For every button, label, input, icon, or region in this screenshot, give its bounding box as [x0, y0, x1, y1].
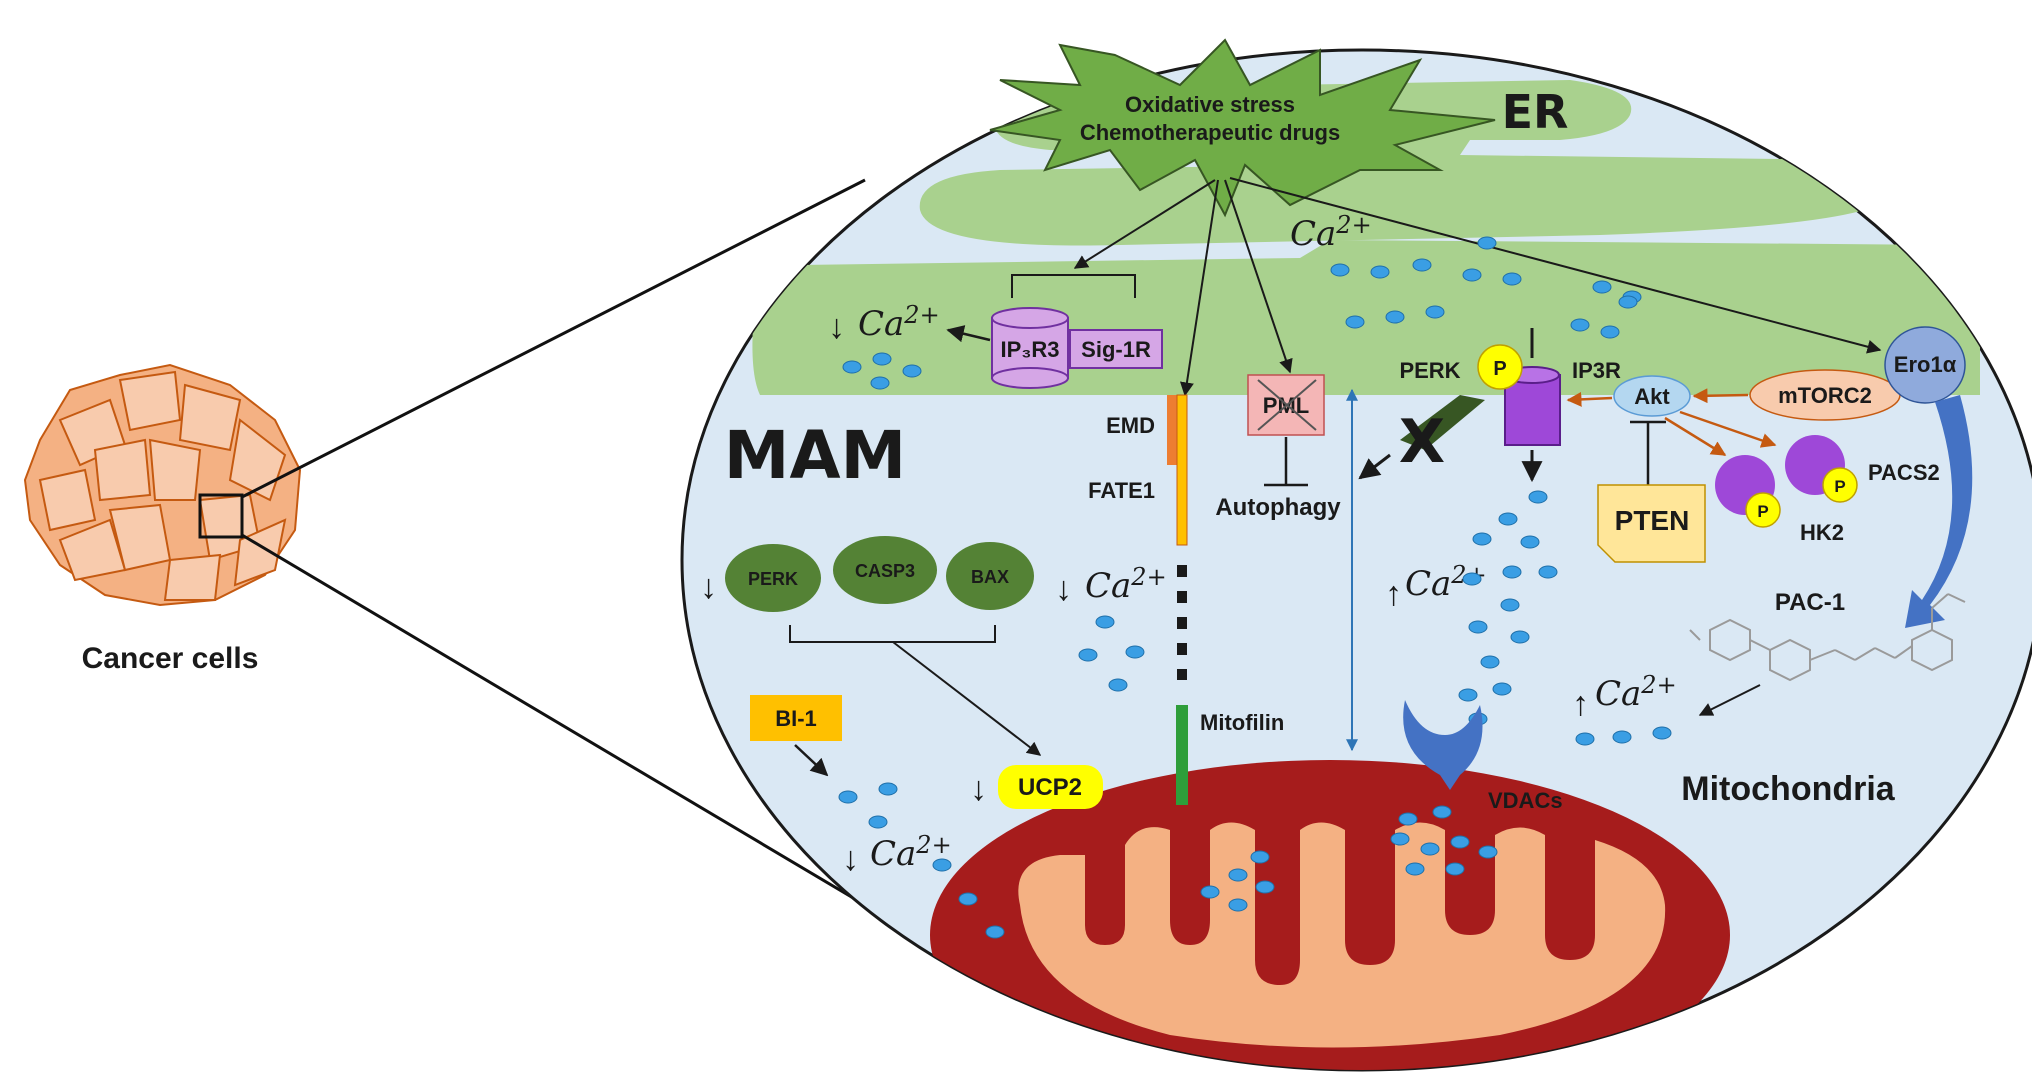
fate1-label: FATE1: [1088, 478, 1155, 503]
perk-oval-label: PERK: [748, 569, 798, 589]
pacs2-label: PACS2: [1868, 460, 1940, 485]
bax-oval-label: BAX: [971, 567, 1009, 587]
ca-charge: 2+: [1335, 211, 1371, 239]
hk2-label: HK2: [1800, 520, 1844, 545]
bi1-label: BI-1: [775, 706, 817, 731]
perk-er-shape: [1400, 395, 1485, 450]
mitofilin-label: Mitofilin: [1200, 710, 1284, 735]
autophagy-label: Autophagy: [1215, 494, 1341, 521]
akt-oval: [1613, 375, 1691, 417]
ero1a-curved-arrow: [1905, 395, 1973, 628]
ca-charge: 2+: [1130, 563, 1166, 591]
bottom-ca-label: Ca2+: [870, 831, 952, 874]
ovals-down-arrow: ↓: [700, 568, 717, 606]
hk2-phospho: [1745, 492, 1781, 528]
right-ca-up-arrow: ↑: [1572, 685, 1589, 723]
casp3-oval-label: CASP3: [855, 561, 915, 581]
vdacs-label: VDACs: [1488, 788, 1563, 813]
ca-base: Ca: [858, 304, 904, 344]
ip3r-phospho: [1477, 344, 1523, 390]
ero1a-oval: [1884, 326, 1966, 404]
ip3r3-ca-arrow: [946, 325, 991, 343]
pac1-to-ca-arrow: [1698, 684, 1761, 716]
stress-burst: [989, 38, 1496, 218]
left-ca-down-arrow: ↓: [828, 308, 845, 346]
pml-cross-2: [1257, 379, 1317, 431]
bi1-box: [750, 695, 842, 741]
perk-x-mark: X: [1399, 407, 1445, 477]
mid-ca-down-arrow: ↓: [1055, 570, 1072, 608]
sig1r-box: [1069, 329, 1163, 369]
pten-label: PTEN: [1615, 505, 1690, 536]
hk2-p-label: P: [1757, 502, 1768, 521]
bi1-arrow: [794, 744, 829, 777]
stress-text-2: Chemotherapeutic drugs: [1080, 120, 1340, 145]
mitochondria-label: Mitochondria: [1681, 770, 1896, 808]
perk-er-label: PERK: [1399, 358, 1460, 383]
akt-to-hk2-arrow: [1664, 416, 1727, 457]
ca-base: Ca: [870, 834, 916, 874]
left-er-ca-label: Ca2+: [858, 301, 940, 344]
perk-oval: [725, 544, 821, 612]
ip3r3-label: IP₃R3: [1000, 337, 1059, 362]
emd-bar: [1167, 395, 1177, 465]
stress-arrows: [1073, 177, 1882, 397]
ip3r-channel: [1504, 374, 1561, 446]
vdac-channel: [1403, 700, 1483, 790]
akt-to-ip3r-arrow: [1566, 391, 1613, 407]
bax-oval: [946, 542, 1034, 610]
stress-text-1: Oxidative stress: [1125, 92, 1295, 117]
casp3-oval: [833, 536, 937, 604]
mitochondrion-inner: [1018, 822, 1666, 1048]
sig1r-label: Sig-1R: [1081, 337, 1151, 362]
right-ca-label: Ca2+: [1595, 671, 1677, 714]
pac1-structure: [1689, 593, 1966, 682]
ip3r3-bottom: [991, 367, 1069, 389]
ca-charge: 2+: [915, 831, 951, 859]
ucp2-down-arrow: ↓: [970, 770, 987, 808]
ca-base: Ca: [1085, 566, 1131, 606]
er-label: ER: [1502, 85, 1569, 139]
ero1a-label: Ero1α: [1894, 352, 1957, 377]
mid-ca-label: Ca2+: [1085, 563, 1167, 606]
akt-to-pacs2-arrow: [1679, 410, 1777, 448]
pacs2-p-label: P: [1834, 477, 1845, 496]
mtorc2-label: mTORC2: [1778, 383, 1872, 408]
er-ca-label: Ca2+: [1290, 211, 1372, 254]
fate1-bar: [1176, 394, 1188, 546]
ca-charge: 2+: [1640, 671, 1676, 699]
ucp2-label: UCP2: [1018, 774, 1082, 801]
stream-ca-up-arrow: ↑: [1385, 575, 1402, 613]
mitofilin-bar: [1176, 705, 1188, 805]
ca-base: Ca: [1595, 674, 1641, 714]
ca-charge: 2+: [903, 301, 939, 329]
ip3r3-top: [991, 307, 1069, 329]
ip3r-p-label: P: [1493, 358, 1506, 380]
pacs2-phospho: [1822, 467, 1858, 503]
ovals-to-ucp2-arrow: [892, 641, 1042, 756]
cancer-cell-cluster: [23, 363, 302, 607]
bottom-ca-down-arrow: ↓: [842, 840, 859, 878]
ip3r3-bracket: [1011, 274, 1136, 298]
zoom-line-bottom: [241, 533, 866, 907]
zoom-box: [198, 493, 244, 539]
ca-base: Ca: [1290, 214, 1336, 254]
ca-base: Ca: [1405, 564, 1451, 604]
pten-box: [1597, 484, 1706, 563]
mam-label: MAM: [724, 417, 906, 494]
pac1-label: PAC-1: [1775, 589, 1845, 616]
cancer-cells-label: Cancer cells: [82, 642, 259, 675]
mtorc2-to-akt-arrow: [1692, 388, 1749, 404]
ucp2-box: [998, 765, 1103, 809]
perk-to-autophagy-arrow: [1358, 453, 1391, 480]
emd-label: EMD: [1106, 413, 1155, 438]
ip3r-label: IP3R: [1572, 358, 1621, 383]
ovals-bracket: [789, 625, 996, 643]
akt-label: Akt: [1634, 384, 1670, 409]
zoom-line-top: [241, 178, 866, 499]
